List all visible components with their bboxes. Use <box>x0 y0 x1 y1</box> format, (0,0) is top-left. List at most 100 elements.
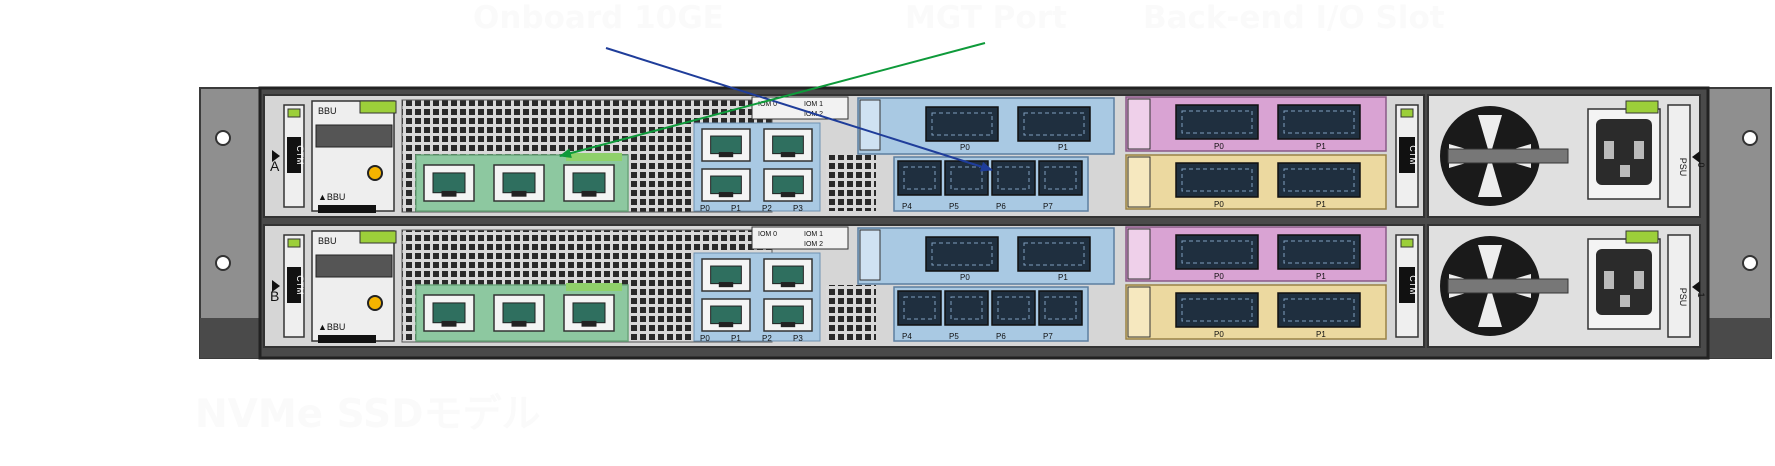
psu-index-label: 1 <box>1696 292 1706 297</box>
backend-bottom-port-label: P1 <box>1316 200 1326 209</box>
sfp-slot <box>950 296 983 320</box>
backend-top-handle <box>1127 98 1151 150</box>
cna-top-handle <box>859 229 881 281</box>
right-ear-screw-hole <box>1742 130 1758 146</box>
rj45-port-label: P2 <box>762 334 772 343</box>
bbu-top-label: BBU <box>318 236 337 246</box>
rj45-port-label: P1 <box>731 204 741 213</box>
sfp-slot <box>903 296 936 320</box>
sfp-slot <box>1023 112 1085 136</box>
cna-bottom-port-label: P4 <box>902 332 912 341</box>
iom-label: IOM 1 <box>804 231 823 238</box>
cna-bottom-port-label: P5 <box>949 332 959 341</box>
sfp-slot <box>1283 110 1355 134</box>
rj45-jack <box>710 265 742 285</box>
rj45-latch <box>511 320 527 327</box>
rj45-port-label: P2 <box>762 204 772 213</box>
sfp-slot <box>1181 168 1253 192</box>
vent-grid <box>826 285 876 341</box>
ctm-label-plate <box>1399 267 1415 303</box>
rj45-port-label: P0 <box>700 334 710 343</box>
sfp-slot <box>1283 240 1355 264</box>
ctm-led-right <box>1400 238 1414 248</box>
bbu-latch-green <box>359 230 397 244</box>
bbu-led-strip <box>318 205 376 213</box>
backend-bottom-port-label: P1 <box>1316 330 1326 339</box>
ctm-led-right <box>1400 108 1414 118</box>
ctm-label-right: CTM <box>1408 275 1418 295</box>
rj45-jack <box>710 305 742 325</box>
rj45-jack <box>772 135 804 155</box>
ctm-label-plate <box>1399 137 1415 173</box>
sfp-cage <box>1017 106 1091 142</box>
sfp-slot <box>1023 242 1085 266</box>
rj45-latch <box>718 192 734 198</box>
rj45-jack <box>710 175 742 195</box>
bbu-module <box>311 230 395 342</box>
sfp-cage <box>1277 104 1361 140</box>
backend-top-port-label: P1 <box>1316 142 1326 151</box>
psu-latch-green <box>1625 230 1659 244</box>
iom-label: IOM 0 <box>758 101 777 108</box>
ctm-led <box>287 108 301 118</box>
psu-handle <box>1447 148 1569 164</box>
cna-bottom-port-label: P7 <box>1043 202 1053 211</box>
bbu-bottom-label: ▲BBU <box>318 322 345 332</box>
rj45-jack <box>710 135 742 155</box>
sfp-cage <box>1017 236 1091 272</box>
iom-label: IOM 0 <box>758 231 777 238</box>
right-ear-screw-hole <box>1742 255 1758 271</box>
rj45-jack <box>772 265 804 285</box>
sfp-cage <box>1175 292 1259 328</box>
sfp-slot <box>1044 296 1077 320</box>
backend-bottom-handle <box>1127 156 1151 208</box>
iom-label: IOM 2 <box>804 241 823 248</box>
psu-index-label: 0 <box>1696 162 1706 167</box>
controller-letter: B <box>270 288 279 304</box>
psu-socket-pin <box>1620 165 1630 177</box>
rj45-jack <box>432 302 466 324</box>
rj45-latch <box>441 320 457 327</box>
bbu-bottom-label: ▲BBU <box>318 192 345 202</box>
bbu-handle <box>315 254 393 278</box>
onboard-tag <box>566 153 622 161</box>
sfp-slot <box>1181 110 1253 134</box>
iom-label-plate <box>751 226 849 250</box>
sfp-slot <box>950 166 983 190</box>
left-ear-foot <box>200 318 265 358</box>
psu-label: PSU <box>1678 288 1688 307</box>
cna-top-handle <box>859 99 881 151</box>
psu-handle-right <box>1667 234 1691 338</box>
sfp-slot <box>1283 298 1355 322</box>
psu-socket-pin <box>1604 271 1614 289</box>
cna-bottom-port-label: P4 <box>902 202 912 211</box>
psu-socket-pin <box>1604 141 1614 159</box>
bbu-status-led <box>367 165 383 181</box>
sfp-slot <box>931 112 993 136</box>
sfp-slot <box>997 296 1030 320</box>
rj45-latch <box>780 322 796 328</box>
vent-grid <box>826 155 876 211</box>
controller-letter: A <box>270 158 280 174</box>
sfp-cage <box>1175 162 1259 198</box>
model-caption: NVMe SSDモデル <box>195 392 541 437</box>
ctm-label-plate <box>287 267 301 303</box>
arrow-to-mgt-port <box>605 47 993 172</box>
backend-bottom-handle <box>1127 286 1151 338</box>
rj45-port-label: P1 <box>731 334 741 343</box>
rj45-jack <box>572 172 606 194</box>
arrow-to-onboard-10ge <box>559 42 986 159</box>
sfp-slot <box>903 166 936 190</box>
backend-bottom-port-label: P0 <box>1214 200 1224 209</box>
sfp-cage <box>925 236 999 272</box>
callout-onboard-10ge: Onboard 10GE <box>473 0 724 36</box>
sfp-cage <box>1175 234 1259 270</box>
backend-top-port-label: P1 <box>1316 272 1326 281</box>
sfp-slot <box>1181 240 1253 264</box>
controller-arrow-icon <box>272 280 280 292</box>
rj45-jack <box>502 302 536 324</box>
rj45-latch <box>718 322 734 328</box>
ctm-label-plate <box>287 137 301 173</box>
